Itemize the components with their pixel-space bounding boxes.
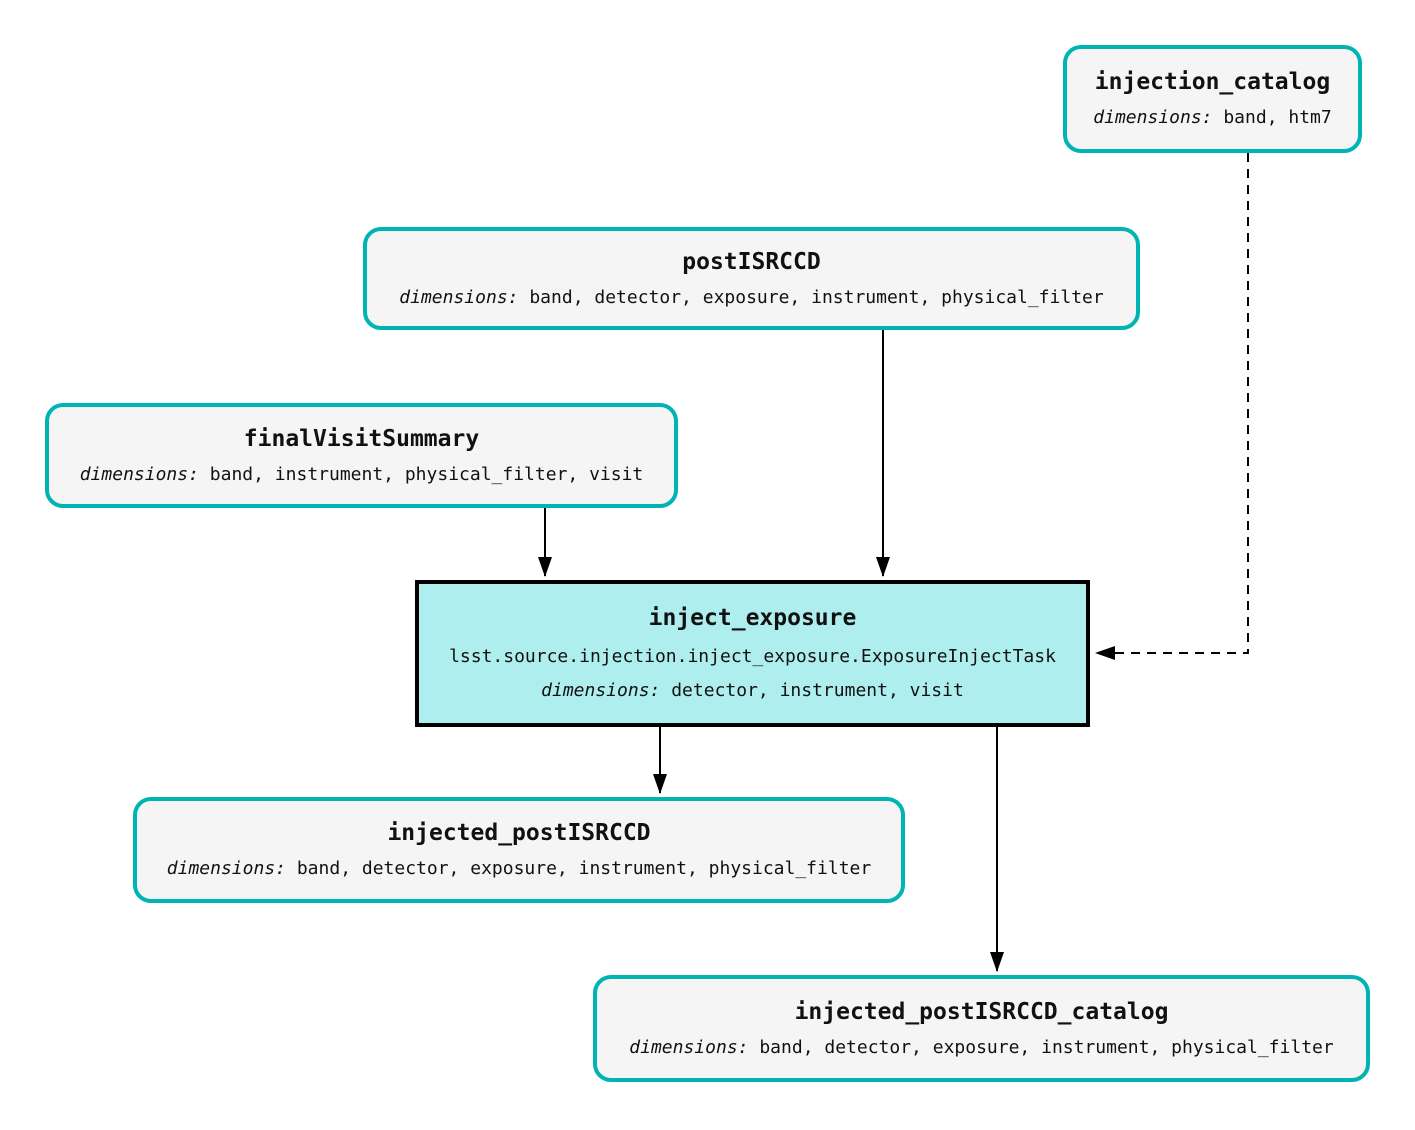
node-title: finalVisitSummary [243,425,480,452]
dimensions-label: dimensions: [79,463,199,485]
node-dimensions: dimensions: detector, instrument, visit [541,680,964,702]
node-injected-postisrccd: injected_postISRCCD dimensions: band, de… [133,797,905,903]
node-title: injected_postISRCCD_catalog [794,998,1169,1025]
node-dimensions: dimensions: band, detector, exposure, in… [629,1037,1333,1059]
node-dimensions: dimensions: band, instrument, physical_f… [80,464,644,486]
node-title: injection_catalog [1094,69,1331,96]
dimensions-label: dimensions: [1093,107,1213,128]
dimensions-value: band, instrument, physical_filter, visit [209,463,644,485]
dimensions-label: dimensions: [399,286,519,308]
node-inject-exposure-task: inject_exposure lsst.source.injection.in… [415,580,1090,727]
node-title: postISRCCD [682,248,821,275]
task-class-path: lsst.source.injection.inject_exposure.Ex… [449,645,1056,667]
dimensions-value: band, detector, exposure, instrument, ph… [529,286,1104,308]
node-finalvisitsummary: finalVisitSummary dimensions: band, inst… [45,403,678,508]
dimensions-value: band, htm7 [1223,107,1332,128]
node-title: inject_exposure [648,605,857,632]
node-injected-postisrccd-catalog: injected_postISRCCD_catalog dimensions: … [593,975,1370,1082]
node-postisrccd: postISRCCD dimensions: band, detector, e… [363,227,1140,330]
dimensions-value: detector, instrument, visit [671,680,964,702]
dimensions-label: dimensions: [629,1036,749,1058]
dimensions-value: band, detector, exposure, instrument, ph… [759,1036,1334,1058]
node-dimensions: dimensions: band, htm7 [1093,107,1331,129]
dimensions-label: dimensions: [166,858,286,879]
node-title: injected_postISRCCD [387,820,651,847]
dimensions-value: band, detector, exposure, instrument, ph… [296,858,872,879]
node-dimensions: dimensions: band, detector, exposure, in… [399,287,1103,309]
node-injection-catalog: injection_catalog dimensions: band, htm7 [1063,45,1362,153]
node-dimensions: dimensions: band, detector, exposure, in… [167,858,871,880]
dimensions-label: dimensions: [541,680,661,702]
